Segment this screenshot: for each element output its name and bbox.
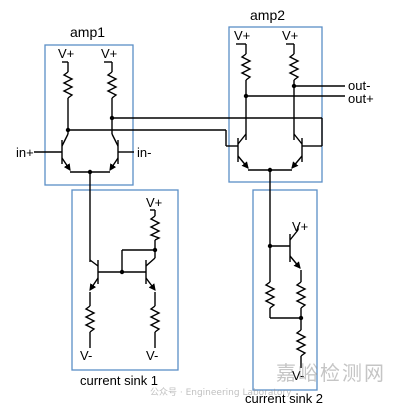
sink1-emitter-resistor-left xyxy=(84,305,96,333)
sink2-resistor-left xyxy=(264,281,276,309)
sink2-vminus-label: V- xyxy=(292,368,304,383)
current-sink-2-box xyxy=(252,189,318,391)
watermark-subtext: 公众号 · Engineering Laboratory xyxy=(150,388,292,398)
amp1-load-resistor-right xyxy=(106,71,118,99)
amp1-box xyxy=(44,44,134,186)
sink1-bias-resistor xyxy=(149,215,161,241)
current-sink-1-circuit xyxy=(84,172,161,348)
current-sink-2-label: current sink 2 xyxy=(245,391,323,406)
amp1-load-resistor-left xyxy=(62,71,74,99)
input-plus-label: in+ xyxy=(16,145,34,160)
output-plus-label: out+ xyxy=(348,91,374,106)
sink1-vminus-left: V- xyxy=(80,348,92,363)
current-sink-2-circuit xyxy=(264,170,307,368)
sink2-resistor-right xyxy=(295,281,307,309)
amp1-vplus-left: V+ xyxy=(58,46,74,61)
current-sink-1-label: current sink 1 xyxy=(80,373,158,388)
sink1-vplus-label: V+ xyxy=(146,195,162,210)
amp2-vplus-right: V+ xyxy=(282,28,298,43)
amp2-circuit xyxy=(236,43,345,173)
output-minus-label: out- xyxy=(348,78,370,93)
sink1-vminus-right: V- xyxy=(146,348,158,363)
amp2-load-resistor-left xyxy=(240,53,252,81)
amp2-label: amp2 xyxy=(250,7,285,23)
amp1-label: amp1 xyxy=(70,24,105,40)
input-minus-label: in- xyxy=(137,145,151,160)
sink2-vplus-label: V+ xyxy=(292,219,308,234)
current-sink-1-box xyxy=(71,189,179,371)
sink1-emitter-resistor-right xyxy=(149,305,161,333)
amp1-vplus-right: V+ xyxy=(101,46,117,61)
amp2-vplus-left: V+ xyxy=(234,28,250,43)
amp2-load-resistor-right xyxy=(288,53,300,81)
watermark-text: 嘉峪检测网 xyxy=(276,361,386,385)
amp2-box xyxy=(228,26,323,183)
sink2-resistor-bottom xyxy=(295,329,307,357)
interstage-wires xyxy=(68,117,323,147)
